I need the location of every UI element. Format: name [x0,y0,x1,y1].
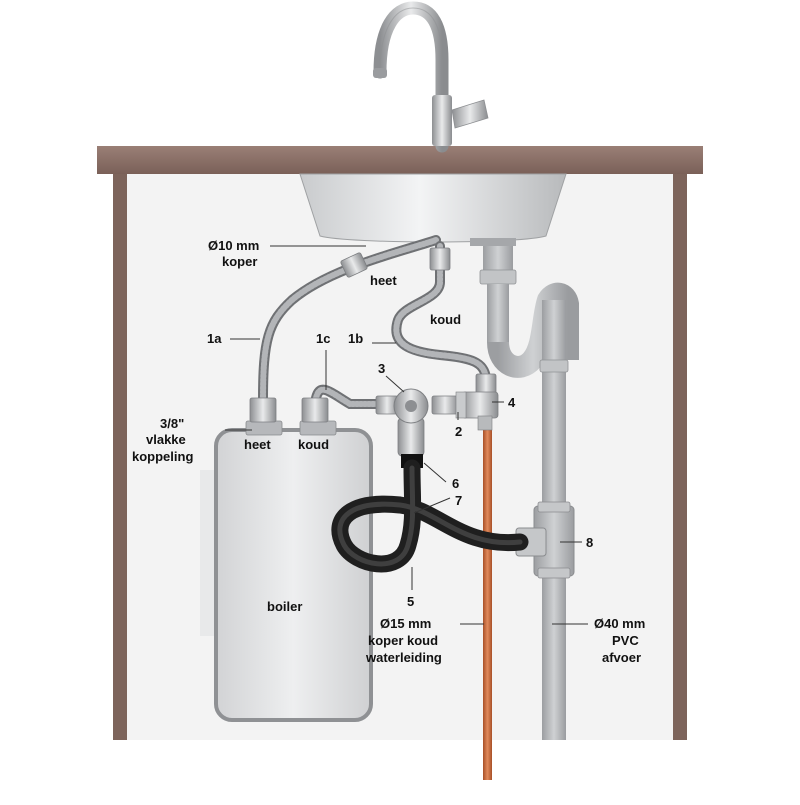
label-3: 3 [378,361,385,376]
label-boiler-hot: heet [244,437,271,452]
label-copper-10mm-material: koper [222,254,257,269]
label-pvc-material: PVC [612,633,639,648]
label-copper-15mm-type: koper koud [368,633,438,648]
leader-lines [225,245,588,625]
label-1c: 1c [316,331,330,346]
label-coupling-type: vlakke [146,432,186,447]
sink-basin [299,173,567,246]
faucet [373,1,489,153]
countertop [97,146,703,174]
text-labels: Ø10 mm koper heet koud 1a 1c 1b 3 4 2 3/… [132,238,645,665]
label-7: 7 [455,493,462,508]
label-copper-10mm: Ø10 mm [208,238,259,253]
label-copper-15mm: Ø15 mm [380,616,431,631]
label-1b: 1b [348,331,363,346]
label-8: 8 [586,535,593,550]
safety-valve-group [375,388,499,468]
pvc-drain [479,246,579,740]
label-boiler: boiler [267,599,302,614]
label-cold-top: koud [430,312,461,327]
label-hot-top: heet [370,273,397,288]
label-boiler-cold: koud [298,437,329,452]
label-2: 2 [455,424,462,439]
boiler-unit [200,420,373,722]
label-pvc-drain: afvoer [602,650,641,665]
black-drain-hose [331,459,529,573]
label-1a: 1a [207,331,222,346]
label-4: 4 [508,395,516,410]
cabinet-right-side [673,170,687,740]
label-pvc-size: Ø40 mm [594,616,645,631]
label-5: 5 [407,594,414,609]
label-6: 6 [452,476,459,491]
cabinet-left-side [113,170,127,740]
label-coupling-size: 3/8" [160,416,184,431]
hose-fittings [249,247,497,423]
label-copper-15mm-line: waterleiding [365,650,442,665]
copper-cold-water-line [483,420,492,780]
label-coupling: koppeling [132,449,193,464]
braided-hoses [258,235,491,419]
